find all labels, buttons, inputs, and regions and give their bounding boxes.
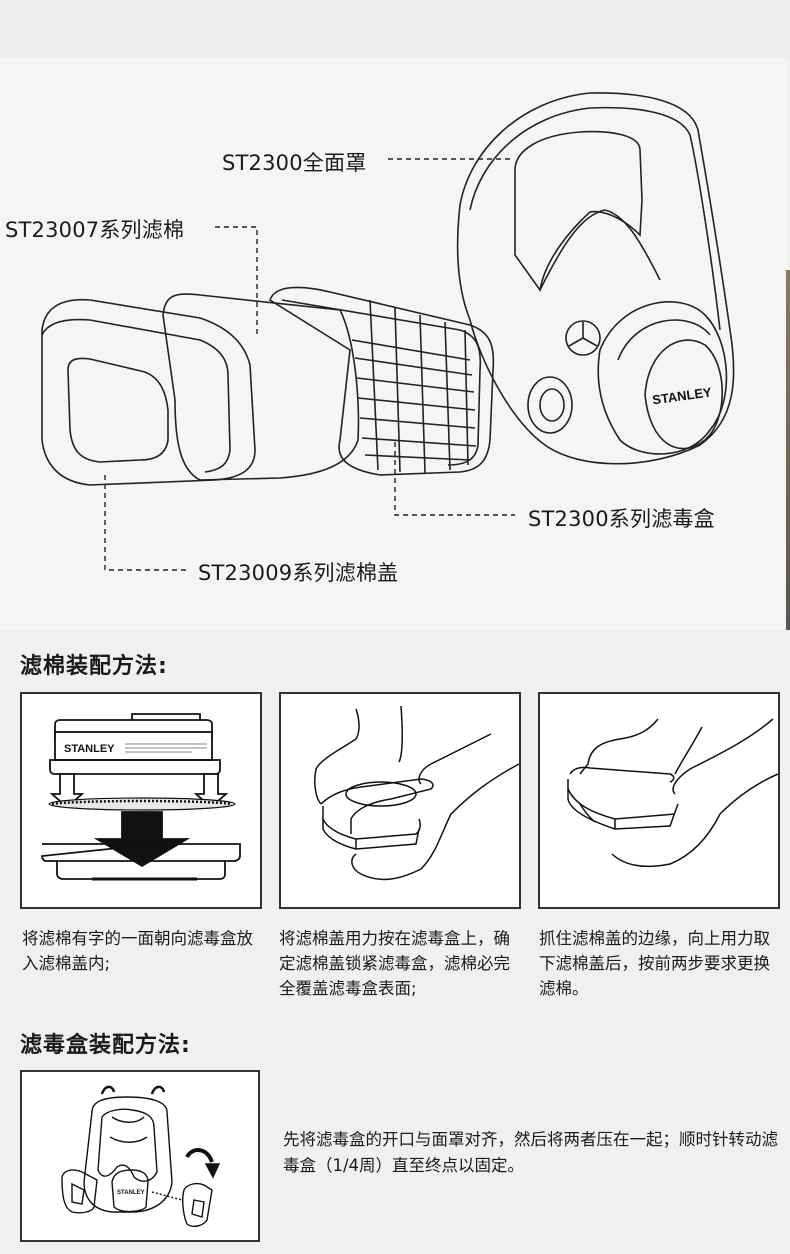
- top-band: [0, 0, 790, 58]
- leader-lines: [104, 158, 515, 571]
- step-2-image: [279, 692, 521, 909]
- callout-mask: ST2300全面罩: [222, 151, 367, 175]
- cartridge-section-title: 滤毒盒装配方法:: [20, 1033, 191, 1058]
- step-1-text: 将滤棉有字的一面朝向滤毒盒放入滤棉盖内;: [22, 929, 253, 973]
- full-face-mask-icon: [456, 92, 735, 465]
- cotton-section-title: 滤棉装配方法:: [20, 654, 168, 679]
- step-3-text: 抓住滤棉盖的边缘，向上用力取下滤棉盖后，按前两步要求更换滤棉。: [539, 929, 770, 998]
- cartridge-grid-icon: [269, 286, 495, 476]
- cartridge-install-image: STANLEY: [20, 1070, 260, 1242]
- step-1-brand: STANLEY: [64, 743, 115, 755]
- product-diagram: STANLEY ST2300全面罩 ST23007系列滤棉 ST2300系列滤毒…: [0, 58, 788, 630]
- hero-edge-strip: [786, 270, 790, 642]
- stanley-logo: STANLEY: [651, 384, 713, 407]
- respirator-exploded-illustration: STANLEY: [41, 92, 735, 571]
- cartridge-instruction-text: 先将滤毒盒的开口与面罩对齐，然后将两者压在一起；顺时针转动滤毒盒（1/4周）直至…: [283, 1130, 778, 1175]
- cartridge-brand: STANLEY: [117, 1190, 145, 1196]
- filter-cotton-icon: [162, 293, 360, 481]
- step-3-image: [538, 692, 780, 909]
- callout-cotton-cover: ST23009系列滤棉盖: [198, 561, 399, 585]
- step-2-text: 将滤棉盖用力按在滤毒盒上，确定滤棉盖锁紧滤毒盒，滤棉必完全覆盖滤毒盒表面;: [279, 929, 510, 998]
- callout-cartridge: ST2300系列滤毒盒: [528, 507, 715, 531]
- step-1-image: STANLEY: [20, 692, 262, 909]
- cartridge-top: [54, 719, 213, 739]
- callout-filter-cotton: ST23007系列滤棉: [5, 218, 185, 242]
- filter-cover-icon: [41, 298, 256, 486]
